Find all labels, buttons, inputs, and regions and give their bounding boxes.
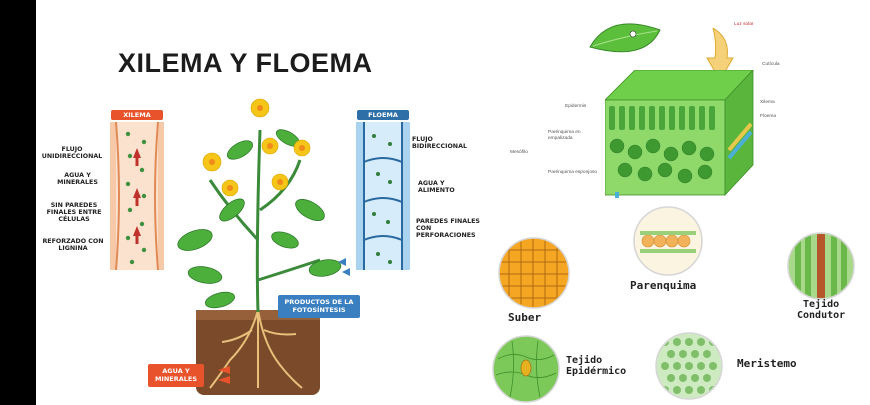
label-floema: Floema — [760, 114, 776, 120]
plant-illustration — [160, 90, 360, 395]
label-cuticula: Cutícula — [762, 62, 780, 68]
leaf-cross-section — [605, 70, 755, 200]
leaf-icon — [585, 12, 665, 67]
tissue-label-epidermico: Tejido Epidérmico — [566, 356, 626, 377]
tissue-label-condutor: Tejido Condutor — [797, 300, 845, 321]
xilema-badge: XILEMA — [111, 110, 163, 120]
tejido-condutor-tissue-image — [787, 232, 855, 300]
tejido-epidermico-tissue-image — [492, 335, 560, 403]
page-title: XILEMA Y FLOEMA — [118, 48, 373, 79]
parenquima-tissue-image — [632, 205, 704, 277]
light-label: Luz solar — [734, 22, 753, 28]
xilema-label-lignina: REFORZADO CON LIGNINA — [40, 238, 106, 252]
tissue-label-suber: Suber — [508, 312, 541, 324]
products-badge: PRODUCTOS DE LA FOTOSÍNTESIS — [278, 295, 360, 318]
xilema-label-paredes: SIN PAREDES FINALES ENTRE CÉLULAS — [42, 202, 106, 224]
label-empalizada: Parénquima en empalizada — [548, 130, 598, 142]
label-mesofilo: Mesófilo — [510, 150, 528, 156]
water-badge: AGUA Y MINERALES — [148, 364, 204, 387]
floema-vessel-illustration — [356, 122, 410, 270]
xilema-label-agua: AGUA Y MINERALES — [50, 172, 105, 186]
xilema-vessel-illustration — [110, 122, 164, 270]
tissue-label-meristemo: Meristemo — [737, 358, 797, 370]
floema-label-agua: AGUA Y ALIMENTO — [418, 180, 468, 194]
label-epidermis: Epidermis — [565, 104, 586, 110]
floema-badge: FLOEMA — [357, 110, 409, 120]
suber-tissue-image — [497, 236, 571, 310]
left-black-border — [0, 0, 36, 405]
label-esponjoso: Parénquima esponjoso — [548, 170, 598, 176]
floema-label-flujo: FLUJO BIDIRECCIONAL — [412, 136, 472, 150]
label-xilema: Xilema — [760, 100, 775, 106]
tissue-label-parenquima: Parenquima — [630, 280, 696, 292]
meristemo-tissue-image — [655, 332, 723, 400]
xilema-label-flujo: FLUJO UNIDIRECCIONAL — [37, 146, 107, 160]
floema-label-paredes: PAREDES FINALES CON PERFORACIONES — [416, 218, 486, 240]
